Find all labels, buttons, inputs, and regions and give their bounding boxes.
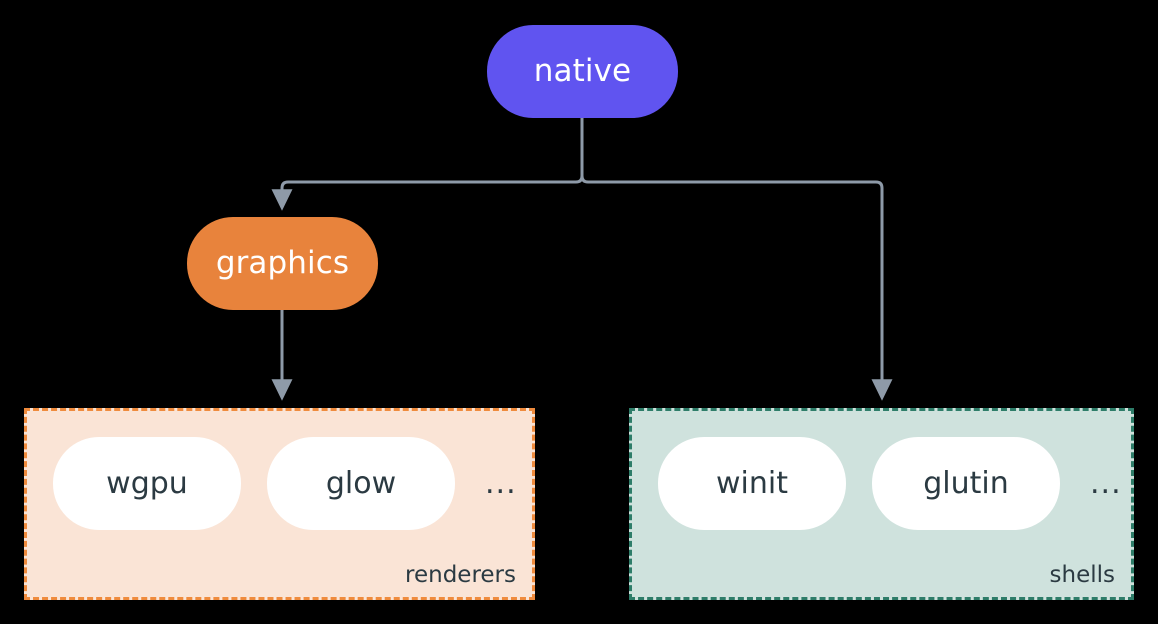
group-shells-caption: shells [1049, 562, 1115, 588]
node-graphics-label: graphics [215, 245, 350, 281]
leaf-pill-glow[interactable]: glow [267, 437, 455, 530]
leaf-pill-winit-label: winit [716, 465, 788, 501]
renderers-overflow-ellipsis: ... [485, 465, 517, 501]
node-graphics[interactable]: graphics [187, 217, 378, 310]
shells-overflow-ellipsis: ... [1090, 465, 1122, 501]
leaf-pill-glutin[interactable]: glutin [872, 437, 1060, 530]
leaf-pill-wgpu-label: wgpu [106, 465, 188, 501]
leaf-pill-glutin-label: glutin [923, 465, 1009, 501]
edge-native-to-shells [580, 116, 893, 401]
node-native-label: native [533, 53, 632, 89]
leaf-pill-winit[interactable]: winit [658, 437, 846, 530]
group-renderers: wgpu glow ... renderers [24, 408, 535, 600]
leaf-pill-wgpu[interactable]: wgpu [53, 437, 241, 530]
group-shells: winit glutin ... shells [629, 408, 1134, 600]
group-renderers-items: wgpu glow ... [27, 437, 532, 530]
group-shells-items: winit glutin ... [632, 437, 1131, 530]
edge-native-to-graphics [271, 116, 584, 211]
node-native[interactable]: native [487, 25, 678, 118]
leaf-pill-glow-label: glow [325, 465, 397, 501]
group-renderers-caption: renderers [405, 562, 516, 588]
